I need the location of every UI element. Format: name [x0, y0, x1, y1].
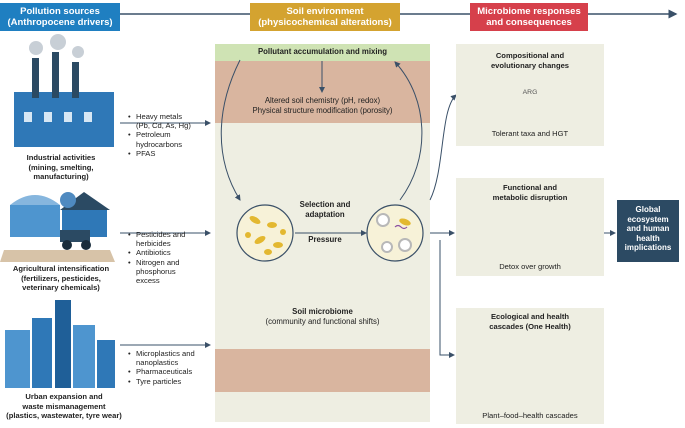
microbiome-circle-before: [236, 204, 294, 262]
pollutant-item: PFAS: [128, 149, 213, 158]
factory-icon: [14, 34, 114, 147]
panel-compositional: Compositional and evolutionary changes A…: [456, 44, 604, 146]
pollutant-item: Nitrogen and phosphorus excess: [128, 258, 213, 286]
panel-compositional-footer: Tolerant taxa and HGT: [491, 129, 569, 138]
pollutant-item: Microplastics and nanoplastics: [128, 349, 213, 367]
soil-microbiome-subtitle: (community and functional shifts): [265, 317, 380, 326]
header-soil-subtitle: (physicochemical alterations): [258, 17, 392, 28]
source-label-industrial: Industrial activities (mining, smelting,…: [26, 153, 96, 181]
pollutant-item: Petroleum hydrocarbons: [128, 130, 213, 148]
header-pollution-title: Pollution sources: [20, 6, 100, 17]
header-pollution-subtitle: (Anthropocene drivers): [7, 17, 113, 28]
farm-icon: [0, 192, 115, 262]
pollutant-list-urban: Microplastics and nanoplastics Pharmaceu…: [128, 349, 213, 386]
panel-ecological-footer: Plant–food–health cascades: [482, 411, 578, 420]
accumulation-title: Pollutant accumulation and mixing: [257, 47, 388, 56]
panel-functional-footer: Detox over growth: [499, 262, 561, 271]
selection-label: Selection and adaptation: [299, 200, 351, 219]
source-label-urban: Urban expansion and waste mismanagement …: [6, 392, 122, 420]
pressure-label: Pressure: [308, 235, 342, 244]
pollutant-list-industrial: Heavy metals (Pb, Cd, As, Hg) Petroleum …: [128, 112, 213, 158]
panel-functional: Functional and metabolic disruption Deto…: [456, 178, 604, 276]
microbiome-circle-after: [366, 204, 424, 262]
arg-badge: ARG: [522, 89, 538, 96]
source-label-agricultural: Agricultural intensification (fertilizer…: [12, 264, 110, 292]
pollutant-list-agricultural: Pesticides and herbicides Antibiotics Ni…: [128, 230, 213, 285]
bottom-soil-band: [215, 349, 430, 392]
altered-chemistry-text: Altered soil chemistry (pH, redox): [264, 96, 381, 105]
pollutant-item: Heavy metals (Pb, Cd, As, Hg): [128, 112, 213, 130]
panel-compositional-title: Compositional and evolutionary changes: [490, 51, 570, 70]
outcome-box: Global ecosystem and human health implic…: [617, 200, 679, 262]
pollutant-item: Pharmaceuticals: [128, 367, 213, 376]
header-soil-environment: Soil environment (physicochemical altera…: [250, 3, 400, 31]
pollutant-item: Tyre particles: [128, 377, 213, 386]
structure-modification-text: Physical structure modification (porosit…: [252, 106, 393, 115]
header-pollution-sources: Pollution sources (Anthropocene drivers): [0, 3, 120, 31]
header-microbiome-title: Microbiome responses: [477, 6, 581, 17]
panel-ecological: Ecological and health cascades (One Heal…: [456, 308, 604, 424]
panel-ecological-title: Ecological and health cascades (One Heal…: [489, 312, 571, 331]
accumulation-band: [215, 44, 430, 61]
pollutant-item: Pesticides and herbicides: [128, 230, 213, 248]
city-icon: [5, 300, 115, 388]
pollutant-item: Antibiotics: [128, 248, 213, 257]
header-microbiome-responses: Microbiome responses and consequences: [470, 3, 588, 31]
soil-microbiome-title: Soil microbiome: [292, 307, 353, 316]
header-microbiome-subtitle: and consequences: [486, 17, 572, 28]
header-soil-title: Soil environment: [286, 6, 364, 17]
panel-functional-title: Functional and metabolic disruption: [492, 183, 568, 202]
